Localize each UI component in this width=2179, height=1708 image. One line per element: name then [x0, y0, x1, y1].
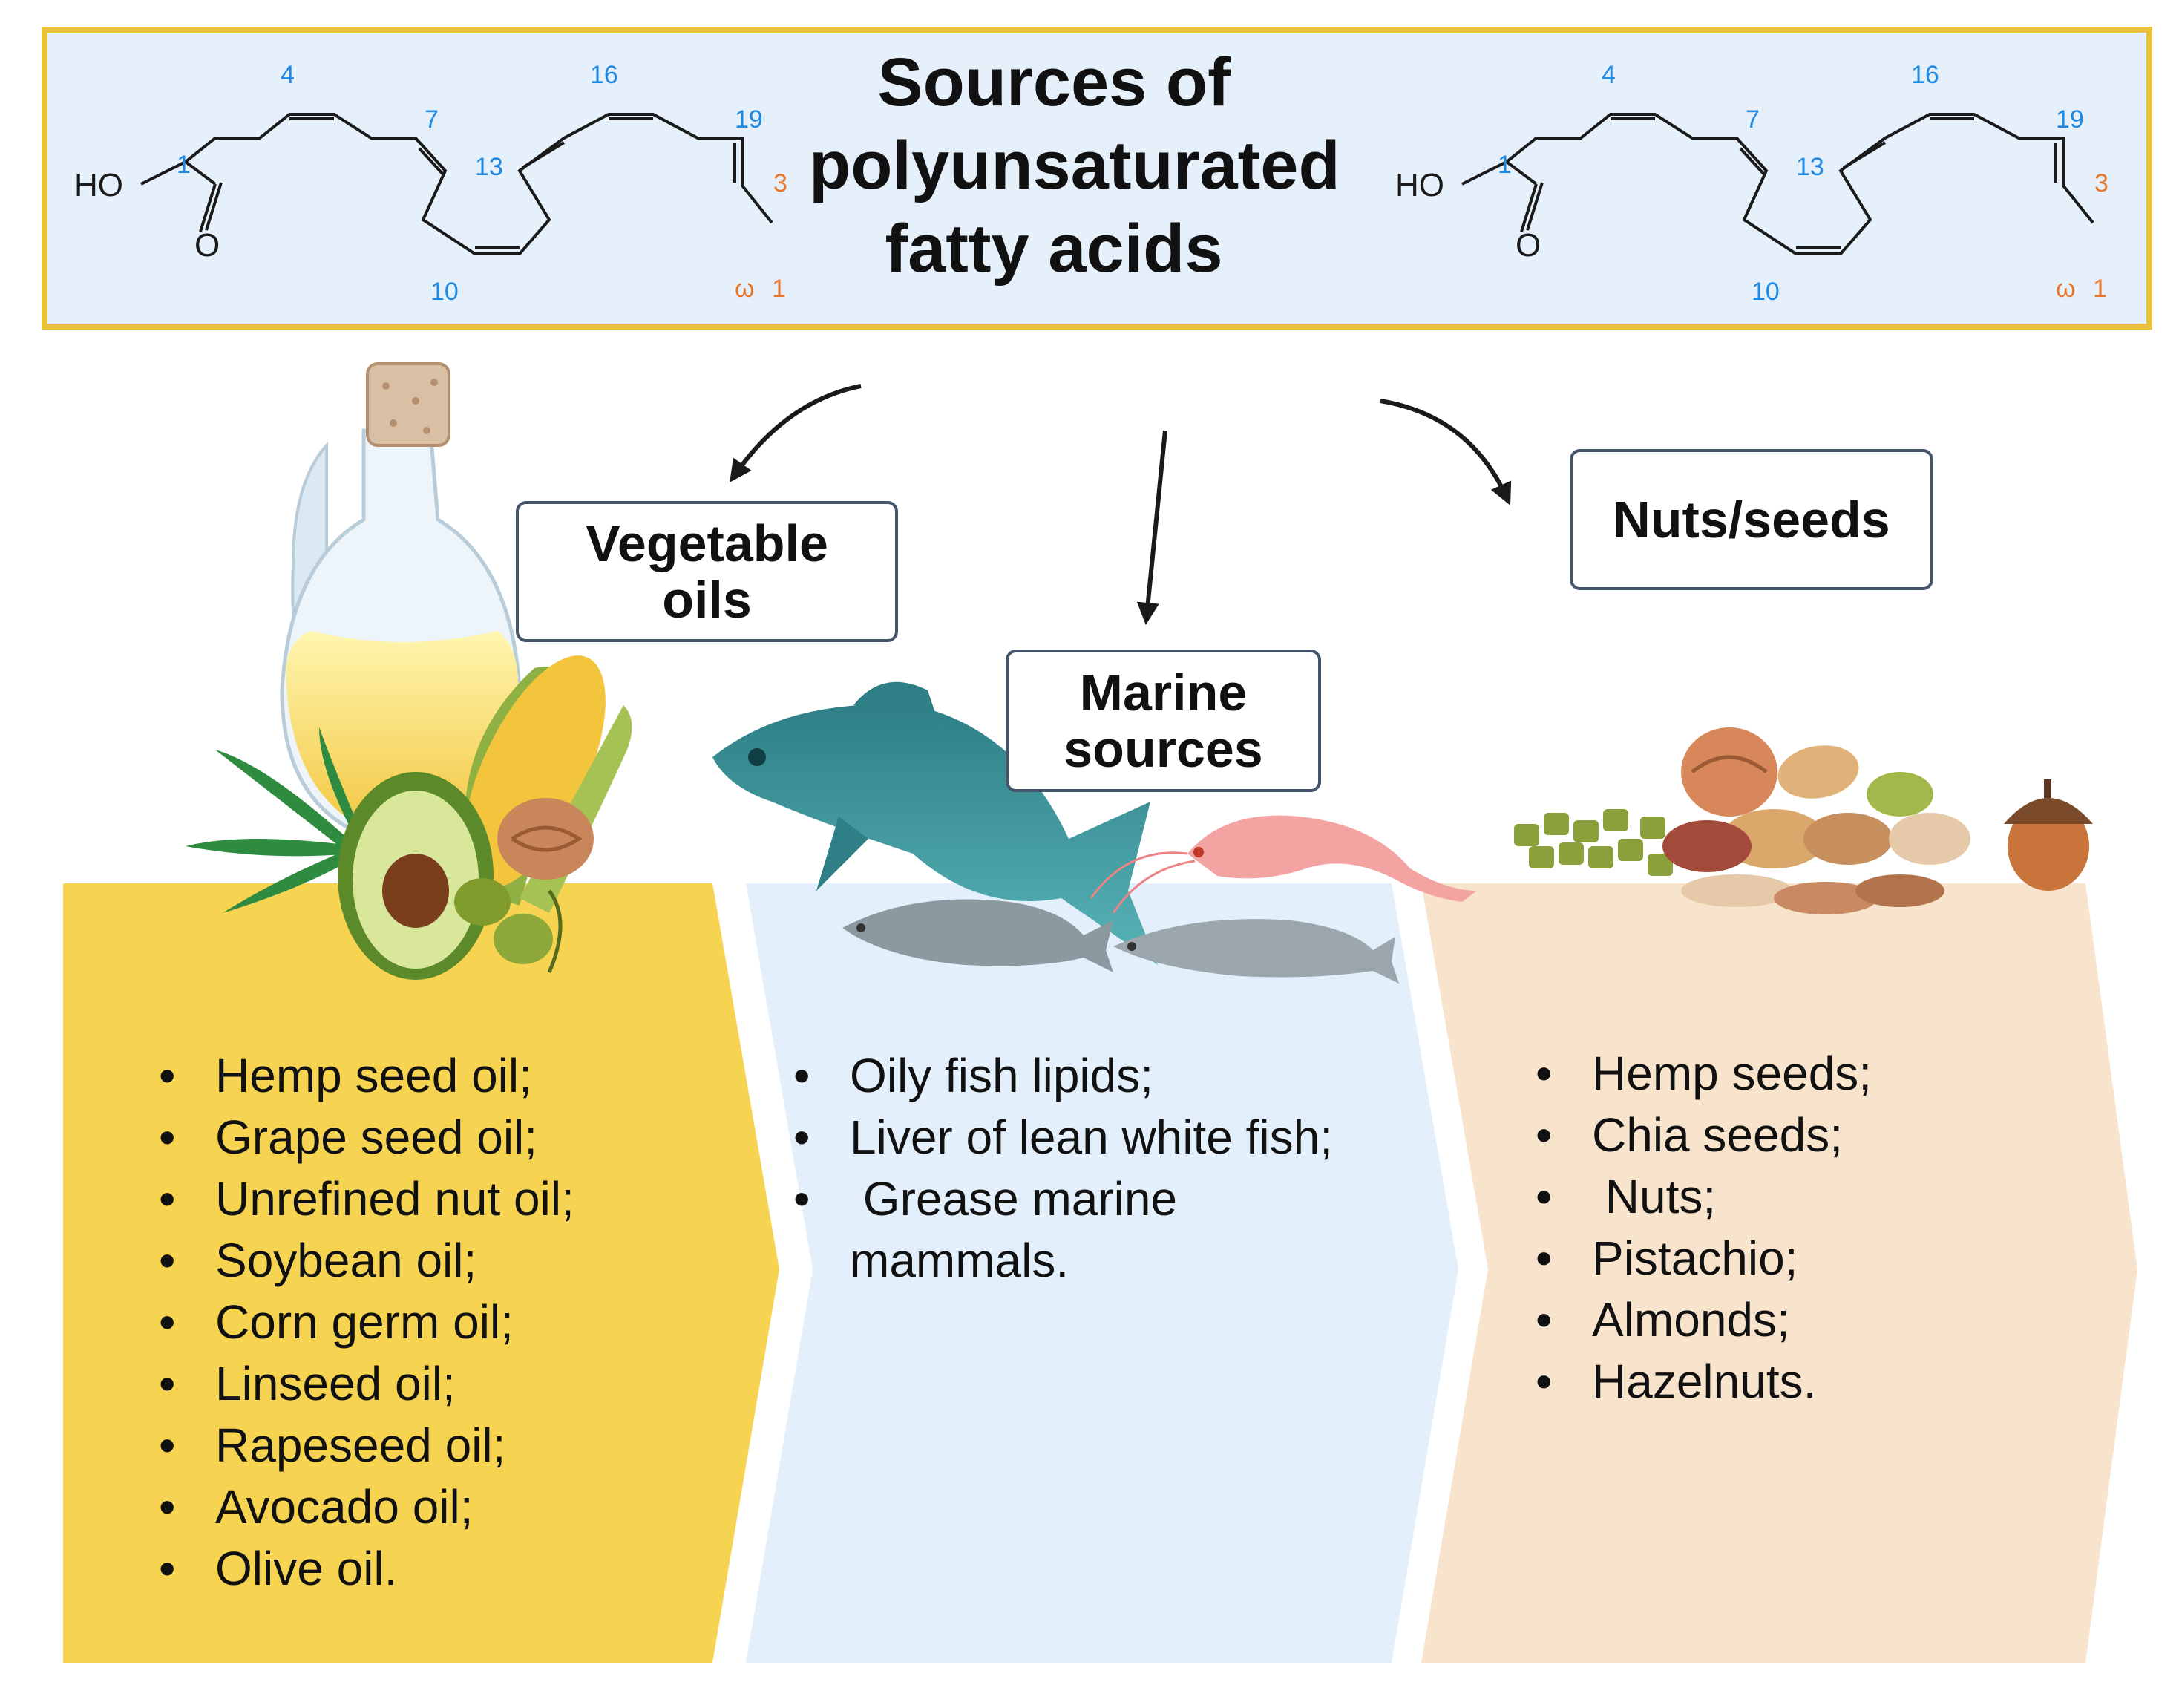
fatty-acid-structure-left [140, 113, 773, 255]
title-line: fatty acids [885, 211, 1223, 287]
acorn-icon [2004, 779, 2093, 891]
list-item: Unrefined nut oil; [156, 1168, 574, 1230]
ho-label: HO [74, 167, 123, 203]
oil-bottle-icon [280, 362, 522, 848]
carbon-number: 1 [177, 151, 191, 179]
list-item: Almonds; [1533, 1289, 1872, 1351]
avocado-icon [338, 772, 494, 980]
o-label: O [1516, 227, 1541, 264]
list-item: Hazelnuts. [1533, 1351, 1872, 1413]
list-item: Liver of lean white fish; [790, 1107, 1333, 1168]
list-item: Linseed oil; [156, 1353, 574, 1415]
carbon-number: 4 [281, 61, 295, 89]
o-label: O [194, 227, 220, 264]
list-item-text: Grease marine [850, 1172, 1178, 1226]
omega-number: 3 [773, 169, 787, 197]
carbon-number: 13 [475, 153, 503, 181]
arrow-to-nuts-seeds [1380, 399, 1512, 505]
label-marine-sources: Marine sources [1006, 650, 1321, 792]
list-item: Hemp seeds; [1533, 1043, 1872, 1105]
carbon-number: 16 [590, 61, 618, 89]
carbon-number: 16 [1911, 61, 1939, 89]
carbon-number: 19 [735, 105, 763, 134]
list-item: Hemp seed oil; [156, 1045, 574, 1107]
label-line: Marine [1079, 664, 1248, 722]
omega-number: 3 [2094, 169, 2108, 197]
list-item: Grease marine mammals. [790, 1168, 1333, 1292]
list-item: Corn germ oil; [156, 1292, 574, 1353]
label-line: Vegetable [586, 514, 828, 572]
list-item: Nuts; [1533, 1166, 1872, 1228]
label-line: Nuts/seeds [1613, 491, 1890, 549]
list-item: Rapeseed oil; [156, 1415, 574, 1476]
title-line: Sources of [877, 45, 1231, 120]
label-line: oils [662, 571, 752, 629]
carbon-number: 4 [1602, 61, 1616, 89]
list-item: Oily fish lipids; [790, 1045, 1333, 1107]
arrow-to-vegetable-oils [730, 384, 862, 482]
fatty-acid-labels-left: HO O 1 4 7 10 13 16 19 3 ω 1 [74, 61, 787, 306]
list-item: Avocado oil; [156, 1476, 574, 1538]
title-line: polyunsaturated [809, 128, 1340, 203]
omega-number: 1 [772, 275, 786, 303]
list-item: Grape seed oil; [156, 1107, 574, 1168]
pumpkin-seeds-icon [1514, 809, 1673, 876]
carbon-number: 10 [430, 278, 459, 306]
omega-number: 1 [2093, 275, 2107, 303]
carbon-number: 19 [2056, 105, 2084, 134]
shrimp-icon [1090, 815, 1477, 914]
olives-icon [454, 878, 563, 973]
fatty-acid-structure-right: HO O 1 4 7 10 13 16 19 3 ω 1 [1395, 61, 2108, 306]
page-title: Sources of polyunsaturated fatty acids [809, 41, 1340, 290]
list-nuts-seeds: Hemp seeds; Chia seeds; Nuts; Pistachio;… [1533, 1043, 1872, 1413]
carbon-number: 7 [425, 105, 439, 134]
nuts-pile-icon [1662, 727, 1970, 914]
label-vegetable-oils: Vegetable oils [516, 501, 898, 642]
walnut-icon [497, 798, 594, 880]
label-nuts-seeds: Nuts/seeds [1570, 449, 1933, 590]
title-banner [42, 27, 2152, 330]
carbon-number: 1 [1498, 151, 1512, 179]
omega-symbol: ω [2056, 275, 2076, 303]
small-fish-icon [1113, 919, 1399, 984]
carbon-number: 13 [1796, 153, 1824, 181]
carbon-number: 10 [1752, 278, 1780, 306]
list-item: Olive oil. [156, 1538, 574, 1600]
list-marine-sources: Oily fish lipids; Liver of lean white fi… [790, 1045, 1333, 1292]
hemp-leaf-icon [186, 727, 367, 913]
list-item: Chia seeds; [1533, 1105, 1872, 1166]
label-line: sources [1064, 720, 1263, 778]
omega-symbol: ω [735, 275, 755, 303]
list-item: Soybean oil; [156, 1230, 574, 1292]
list-vegetable-oils: Hemp seed oil; Grape seed oil; Unrefined… [156, 1045, 574, 1600]
list-item-continuation: mammals. [850, 1234, 1069, 1287]
small-fish-icon [842, 899, 1113, 972]
carbon-number: 7 [1746, 105, 1760, 134]
list-item: Pistachio; [1533, 1228, 1872, 1289]
arrow-to-marine-sources [1136, 430, 1167, 625]
ho-label: HO [1395, 167, 1444, 203]
fish-icon [712, 681, 1158, 965]
